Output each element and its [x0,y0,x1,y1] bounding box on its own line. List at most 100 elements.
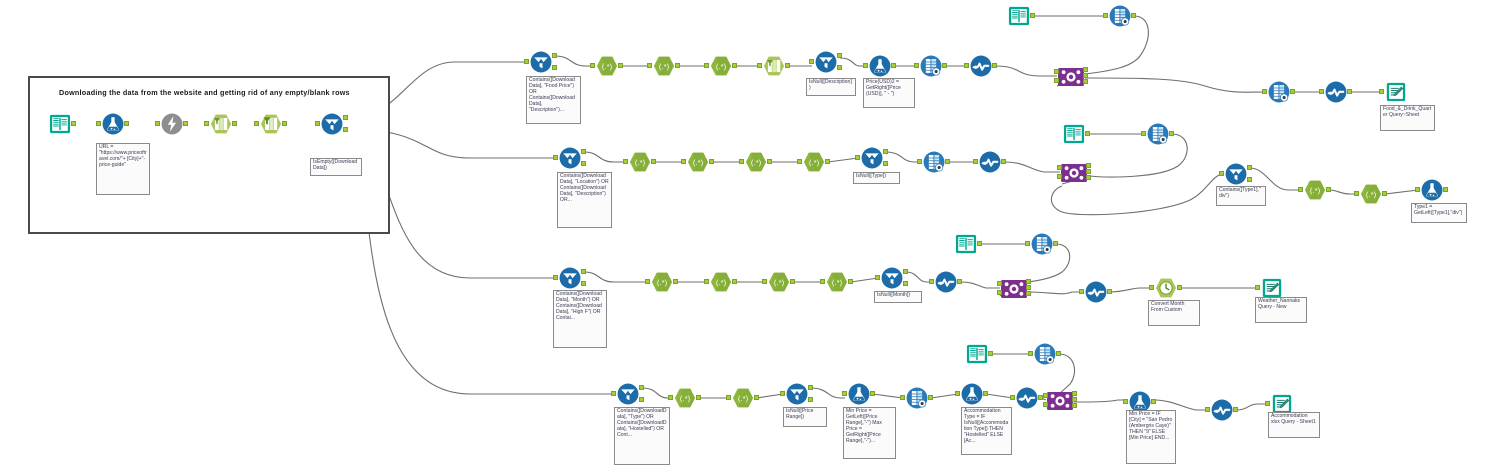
input-data-tool[interactable] [963,340,993,368]
output-data-tool[interactable] [1255,274,1286,302]
regex-tool[interactable]: (.*) [739,148,772,176]
tool-port[interactable] [928,395,933,400]
tool-port[interactable] [997,281,1002,286]
tool-port[interactable] [1247,165,1252,170]
tool-port[interactable] [883,149,888,154]
tool-port[interactable] [651,159,656,164]
tool-port[interactable] [1001,159,1006,164]
tool-port[interactable] [704,63,709,68]
tool-port[interactable] [709,159,714,164]
tool-port[interactable] [552,65,557,70]
tool-port[interactable] [696,395,701,400]
tool-port[interactable] [645,279,650,284]
tool-port[interactable] [1085,131,1090,136]
tool-port[interactable] [825,159,830,164]
tool-port[interactable] [1205,407,1210,412]
datetime-tool[interactable] [1149,274,1182,302]
filter-tool[interactable] [524,48,557,76]
tool-port[interactable] [1086,175,1091,180]
text-to-columns-tool[interactable] [204,110,237,138]
select-tool[interactable] [900,384,933,412]
tool-port[interactable] [988,351,993,356]
tool-port[interactable] [282,121,287,126]
formula-tool[interactable] [96,110,129,138]
join-tool[interactable] [1057,160,1091,188]
tool-port[interactable] [1010,395,1015,400]
tool-port[interactable] [1123,399,1128,404]
tool-port[interactable] [992,63,997,68]
regex-tool[interactable]: (.*) [668,384,701,412]
filter-tool[interactable] [611,380,644,408]
tool-port[interactable] [1026,291,1031,296]
tool-port[interactable] [668,395,673,400]
tool-port[interactable] [1025,241,1030,246]
tool-port[interactable] [754,395,759,400]
tool-port[interactable] [1026,279,1031,284]
tool-port[interactable] [1083,67,1088,72]
tool-port[interactable] [1247,177,1252,182]
formula-tool[interactable] [1415,176,1448,204]
tool-port[interactable] [808,385,813,390]
input-data-tool[interactable] [952,230,982,258]
formula-tool[interactable] [842,380,875,408]
tool-port[interactable] [977,241,982,246]
tool-port[interactable] [870,391,875,396]
tool-port[interactable] [343,115,348,120]
tool-port[interactable] [623,159,628,164]
select-tool[interactable] [914,52,947,80]
filter-tool[interactable] [875,264,908,292]
regex-tool[interactable]: (.*) [1354,180,1387,208]
tool-port[interactable] [732,63,737,68]
tool-port[interactable] [914,63,919,68]
browse-tool[interactable] [964,52,997,80]
tool-port[interactable] [1382,191,1387,196]
tool-port[interactable] [618,63,623,68]
join-tool[interactable] [997,276,1031,304]
filter-tool[interactable] [553,264,586,292]
tool-port[interactable] [673,279,678,284]
tool-port[interactable] [809,59,814,64]
tool-port[interactable] [1057,174,1062,179]
tool-port[interactable] [903,269,908,274]
select-tool[interactable] [1028,340,1061,368]
tool-port[interactable] [1141,131,1146,136]
tool-port[interactable] [315,121,320,126]
tool-port[interactable] [71,121,76,126]
browse-tool[interactable] [973,148,1006,176]
tool-port[interactable] [757,63,762,68]
regex-tool[interactable]: (.*) [681,148,714,176]
tool-port[interactable] [929,279,934,284]
tool-port[interactable] [983,391,988,396]
tool-port[interactable] [96,121,101,126]
filter-tool[interactable] [315,110,348,138]
regex-tool[interactable]: (.*) [590,52,623,80]
formula-tool[interactable] [1123,388,1156,416]
select-tool[interactable] [917,148,950,176]
regex-tool[interactable]: (.*) [647,52,680,80]
tool-port[interactable] [1079,289,1084,294]
tool-port[interactable] [1072,397,1077,402]
tool-port[interactable] [842,391,847,396]
tool-port[interactable] [1028,351,1033,356]
tool-port[interactable] [1298,187,1303,192]
tool-port[interactable] [891,63,896,68]
tool-port[interactable] [1169,131,1174,136]
tool-port[interactable] [1265,401,1270,406]
tool-port[interactable] [767,159,772,164]
join-tool[interactable] [1054,64,1088,92]
browse-tool[interactable] [1010,384,1043,412]
tool-port[interactable] [1415,187,1420,192]
regex-tool[interactable]: (.*) [623,148,656,176]
tool-port[interactable] [762,279,767,284]
select-tool[interactable] [1262,78,1295,106]
tool-port[interactable] [785,63,790,68]
tool-port[interactable] [581,281,586,286]
tool-port[interactable] [681,159,686,164]
tool-port[interactable] [726,395,731,400]
tool-port[interactable] [903,281,908,286]
tool-port[interactable] [955,391,960,396]
regex-tool[interactable]: (.*) [726,384,759,412]
tool-port[interactable] [1053,241,1058,246]
tool-port[interactable] [343,127,348,132]
